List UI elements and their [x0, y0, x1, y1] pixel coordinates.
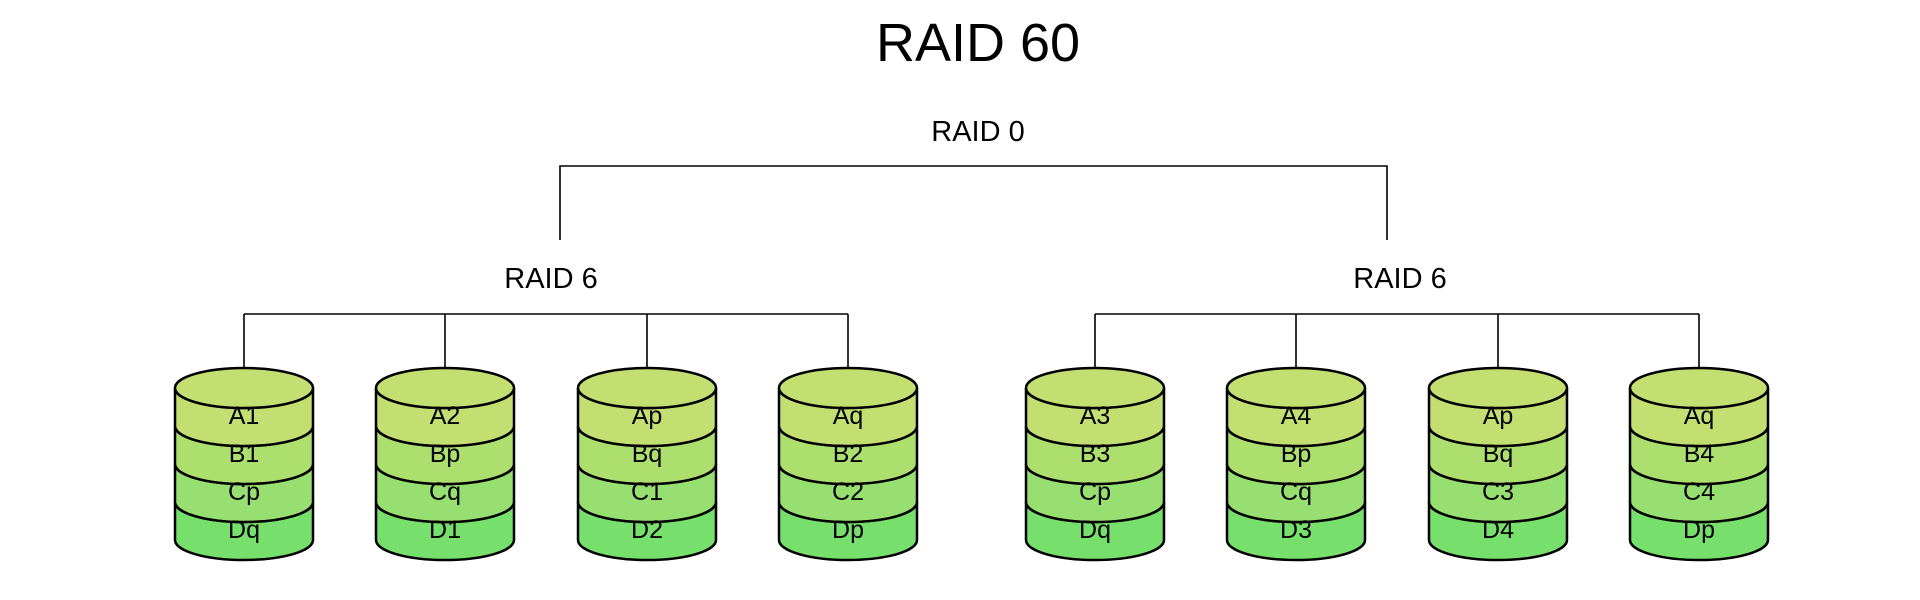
disk-block-label: A3	[1080, 402, 1111, 430]
disk-top-cap	[1628, 366, 1770, 410]
raid0-label: RAID 0	[931, 116, 1024, 148]
group-1-label: RAID 6	[504, 263, 597, 295]
disk-top-cap	[374, 366, 516, 410]
disk-block-label: D1	[429, 516, 461, 544]
disk-block-label: Ap	[632, 402, 663, 430]
disk-top-cap	[576, 366, 718, 410]
disk-block-label: Dp	[1683, 516, 1715, 544]
disk-block-label: Dq	[228, 516, 260, 544]
disk-block-label: A2	[430, 402, 461, 430]
disk-block-label: Bq	[1483, 440, 1514, 468]
disk-block-label: Dp	[832, 516, 864, 544]
disk-block-label: Bq	[632, 440, 663, 468]
group-2-label: RAID 6	[1353, 263, 1446, 295]
disk-block-label: D4	[1482, 516, 1514, 544]
disk-block-label: Bp	[430, 440, 461, 468]
disk-block-label: C2	[832, 478, 864, 506]
disk-block-label: Cq	[429, 478, 461, 506]
diagram-title: RAID 60	[876, 13, 1080, 73]
disk-block-label: B1	[229, 440, 260, 468]
group-2-connector	[1094, 313, 1700, 368]
disk-block-label: C1	[631, 478, 663, 506]
raid0-connector	[559, 165, 1388, 240]
disk-block-label: A4	[1281, 402, 1312, 430]
disk-block-label: D3	[1280, 516, 1312, 544]
disk-top-cap	[1225, 366, 1367, 410]
disk-block-label: Ap	[1483, 402, 1514, 430]
disk-block-label: Bp	[1281, 440, 1312, 468]
disk-block-label: Aq	[1684, 402, 1715, 430]
disk-block-label: Dq	[1079, 516, 1111, 544]
disk-block-label: C4	[1683, 478, 1715, 506]
disk-block-label: Aq	[833, 402, 864, 430]
disk-top-cap	[777, 366, 919, 410]
disk-block-label: Cp	[1079, 478, 1111, 506]
disk-top-cap	[1024, 366, 1166, 410]
disk-block-label: B4	[1684, 440, 1715, 468]
disk-block-label: Cq	[1280, 478, 1312, 506]
disk-top-cap	[173, 366, 315, 410]
disk-block-label: B3	[1080, 440, 1111, 468]
disk-top-cap	[1427, 366, 1569, 410]
disk-block-label: C3	[1482, 478, 1514, 506]
disk-block-label: Cp	[228, 478, 260, 506]
disk-block-label: A1	[229, 402, 260, 430]
group-1-connector	[243, 313, 849, 368]
disk-block-label: B2	[833, 440, 864, 468]
disk-block-label: D2	[631, 516, 663, 544]
